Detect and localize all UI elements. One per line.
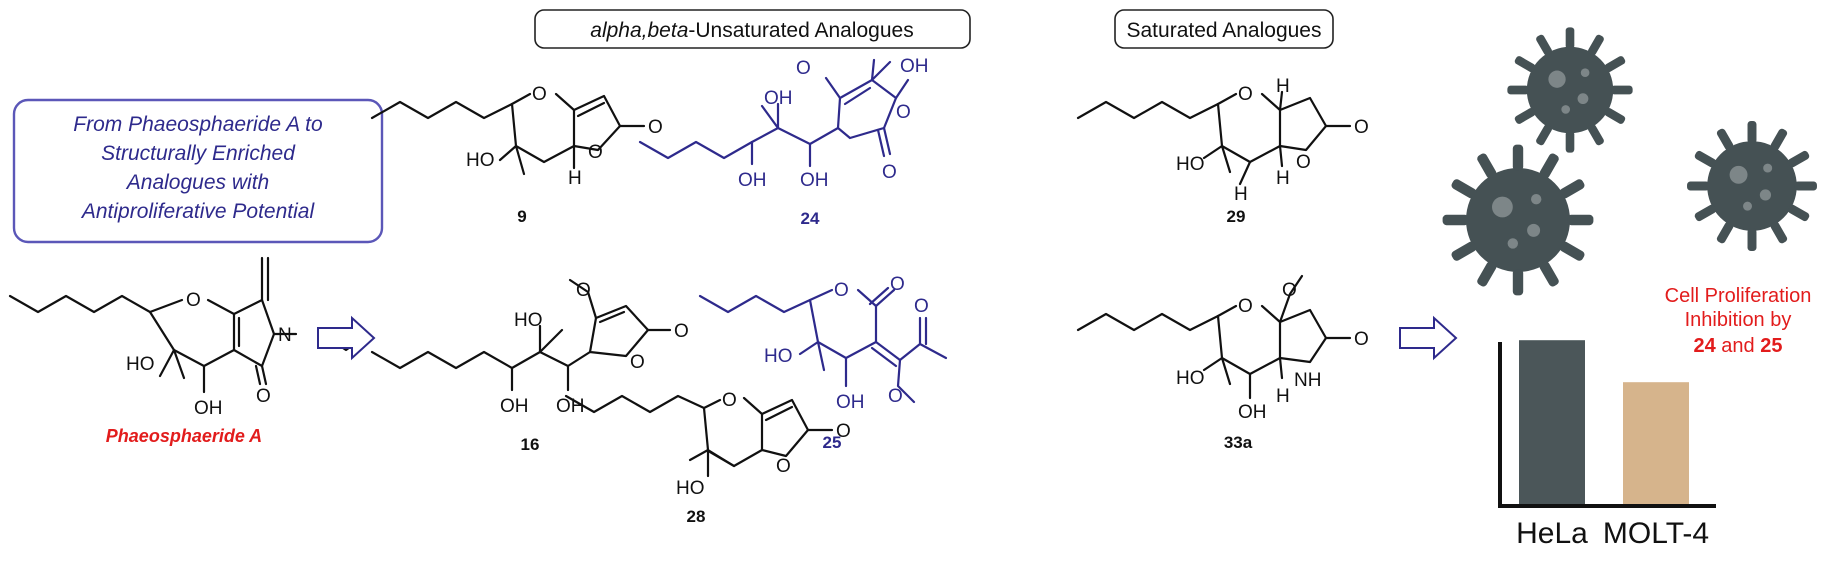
virus-icon <box>1442 144 1594 296</box>
svg-text:alpha,beta-Unsaturated Analogu: alpha,beta-Unsaturated Analogues <box>590 19 913 42</box>
atom-o: O <box>1238 296 1253 317</box>
atom-o: O <box>836 421 851 442</box>
atom-h: H <box>1234 184 1248 205</box>
compound-label-16: 16 <box>521 435 540 454</box>
atom-ho: HO <box>1176 368 1205 389</box>
intro-box: From Phaeosphaeride A to Structurally En… <box>12 98 384 244</box>
atom-ho: HO <box>1176 154 1205 175</box>
atom-o: O <box>532 84 547 105</box>
intro-line-3: Analogues with <box>125 171 269 194</box>
tick-label-molt4: MOLT-4 <box>1603 517 1709 550</box>
atom-oh: OH <box>836 392 865 413</box>
svg-text:24 and 25: 24 and 25 <box>1694 335 1783 357</box>
bar-chart: HeLa MOLT-4 <box>1498 340 1716 550</box>
atom-ho: HO <box>466 150 495 171</box>
intro-line-2: Structurally Enriched <box>101 142 296 165</box>
atom-oh: OH <box>738 170 767 191</box>
atom-o: O <box>896 102 911 123</box>
atom-o: O <box>186 290 201 311</box>
atom-o: O <box>1282 280 1297 301</box>
saturated-header: Saturated Analogues <box>1114 9 1334 49</box>
structure-16: O O O HO OH OH 16 <box>370 278 689 454</box>
atom-o: O <box>1354 329 1369 350</box>
atom-oh: OH <box>900 56 929 77</box>
atom-ho: HO <box>514 310 543 331</box>
tick-label-hela: HeLa <box>1516 517 1588 550</box>
structure-33a: O O O NH HO OH H 33a <box>1076 274 1369 452</box>
compound-label-25: 25 <box>823 433 842 452</box>
atom-oh: OH <box>800 170 829 191</box>
atom-o: O <box>834 280 849 301</box>
unsaturated-header: alpha,beta-Unsaturated Analogues <box>534 9 971 49</box>
structure-29: O O O H HO H H 29 <box>1076 76 1369 226</box>
compound-name: Phaeosphaeride A <box>106 426 262 446</box>
atom-o: O <box>674 321 689 342</box>
atom-ho: HO <box>676 478 705 499</box>
compound-label-28: 28 <box>687 507 706 526</box>
structure-28: O O O HO 28 <box>564 390 851 526</box>
intro-line-4: Antiproliferative Potential <box>80 200 316 223</box>
atom-o: O <box>888 386 903 407</box>
atom-o: O <box>722 390 737 411</box>
structure-9: O O O HO H 9 <box>370 84 663 226</box>
atom-oh: OH <box>500 396 529 417</box>
bar-group <box>1519 340 1689 504</box>
bar-molt4 <box>1623 382 1689 504</box>
compound-label-33a: 33a <box>1224 433 1253 452</box>
atom-nh: NH <box>1294 370 1321 391</box>
result-bold-24: 24 <box>1694 335 1717 357</box>
arrow-right-icon <box>1399 315 1458 361</box>
atom-o: O <box>890 274 905 295</box>
atom-o: O <box>1296 152 1311 173</box>
result-caption: Cell Proliferation Inhibition by 24 and … <box>1665 285 1812 357</box>
chart-axes <box>1498 342 1716 508</box>
atom-o: O <box>796 58 811 79</box>
atom-o: O <box>914 296 929 317</box>
result-and: and <box>1716 335 1760 357</box>
structure-24: O OH O O OH OH OH 24 <box>638 56 929 228</box>
compound-label-24: 24 <box>801 209 820 228</box>
atom-h: H <box>1276 386 1290 407</box>
arrow-right-icon <box>317 315 376 361</box>
atom-h: H <box>1276 168 1290 189</box>
atom-o: O <box>256 386 271 407</box>
atom-o: O <box>576 280 591 301</box>
intro-line-1: From Phaeosphaeride A to <box>73 113 323 136</box>
atom-h: H <box>568 168 582 189</box>
unsaturated-header-italic: alpha,beta <box>590 19 688 42</box>
saturated-header-text: Saturated Analogues <box>1127 19 1322 42</box>
atom-n: N <box>278 325 292 346</box>
atom-ho: HO <box>126 354 155 375</box>
atom-ho: HO <box>764 346 793 367</box>
atom-o: O <box>1238 84 1253 105</box>
atom-o: O <box>648 117 663 138</box>
atom-o: O <box>776 456 791 477</box>
compound-label-29: 29 <box>1227 207 1246 226</box>
result-line-1: Cell Proliferation <box>1665 285 1812 307</box>
atom-o: O <box>630 352 645 373</box>
atom-o: O <box>1354 117 1369 138</box>
result-bold-25: 25 <box>1760 335 1782 357</box>
unsaturated-header-text: -Unsaturated Analogues <box>688 19 913 42</box>
atom-oh: OH <box>1238 402 1267 423</box>
atom-oh: OH <box>194 398 223 419</box>
atom-oh: OH <box>764 88 793 109</box>
atom-o: O <box>882 162 897 183</box>
bar-hela <box>1519 340 1585 504</box>
atom-h: H <box>1276 76 1290 97</box>
virus-icon <box>1507 27 1633 153</box>
virus-icon <box>1687 121 1817 251</box>
structure-phaeosphaeride-a: O N O O HO OH Phaeosphaeride A <box>8 256 370 446</box>
compound-label-9: 9 <box>517 207 526 226</box>
structure-25: O O O O HO OH 25 <box>698 274 948 452</box>
atom-o: O <box>588 142 603 163</box>
result-line-2: Inhibition by <box>1685 309 1792 331</box>
